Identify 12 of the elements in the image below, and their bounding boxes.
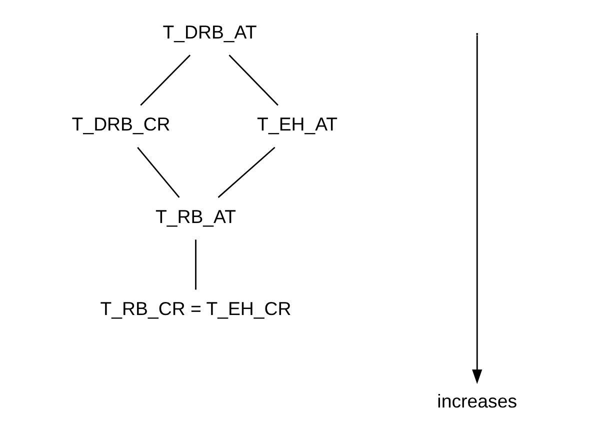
connector [194, 240, 196, 290]
connector [228, 54, 278, 106]
node-text: T_RB_AT [155, 206, 236, 227]
arrow [472, 35, 482, 384]
node-text: T_DRB_CR [71, 114, 170, 135]
connector [217, 146, 275, 198]
node-text: increases [436, 390, 517, 412]
node-text: T_DRB_AT [162, 21, 256, 42]
node-text: T_EH_AT [256, 114, 338, 135]
node-text: T_RB_CR = T_EH_CR [100, 298, 291, 320]
connector [140, 54, 190, 106]
connector [136, 146, 180, 198]
